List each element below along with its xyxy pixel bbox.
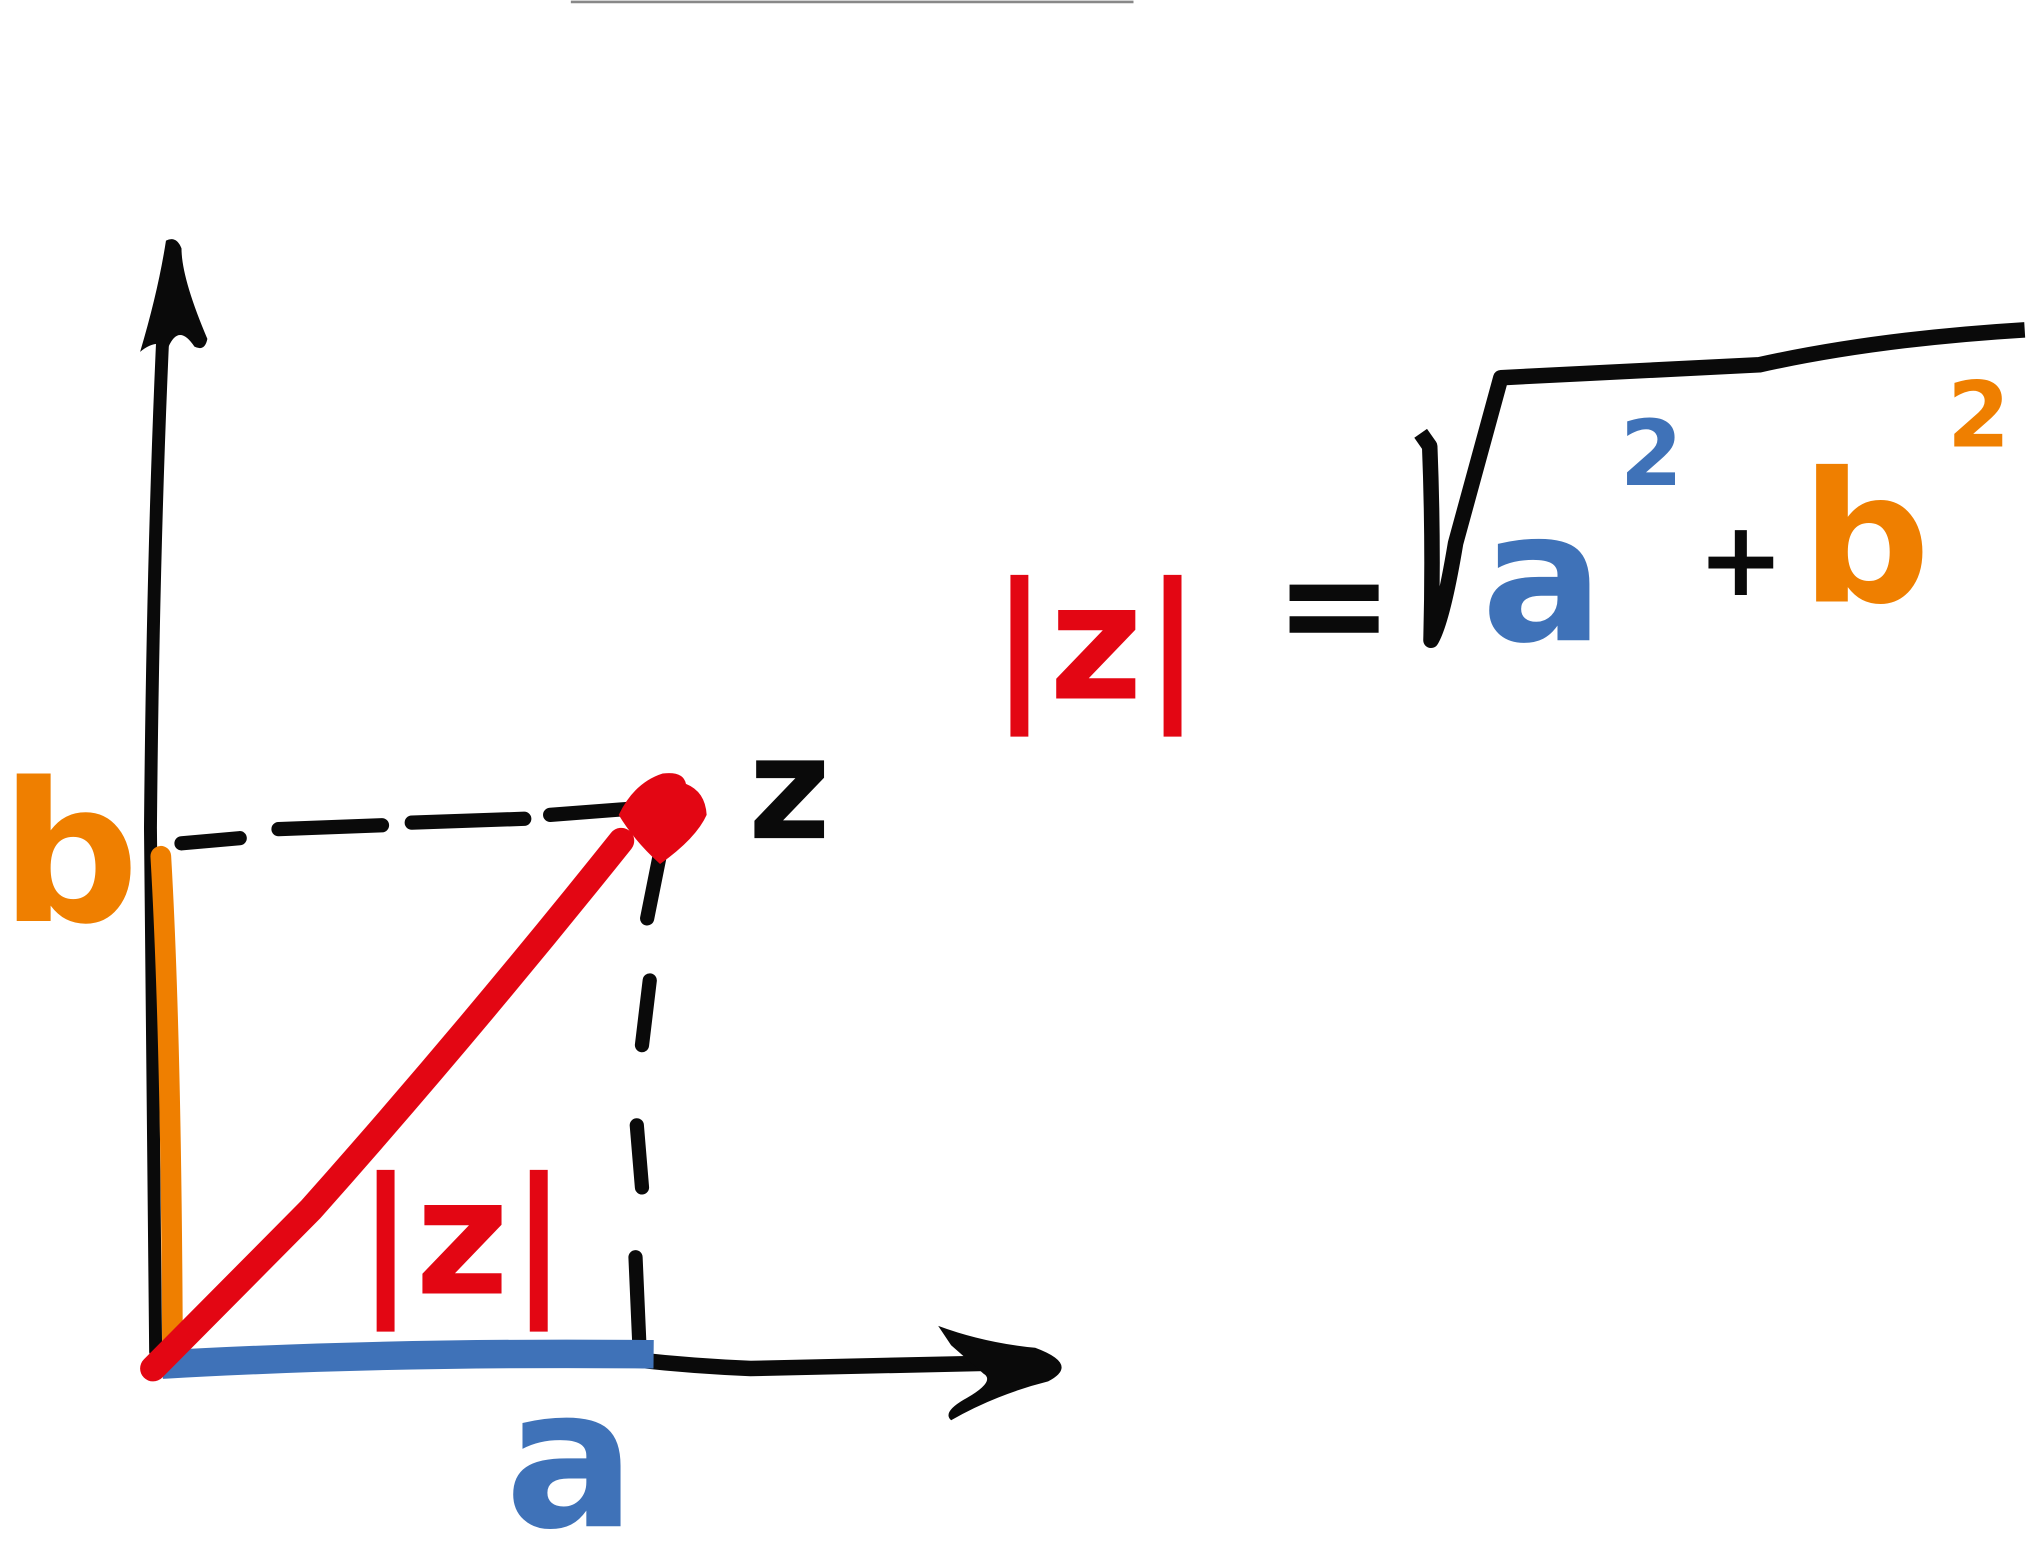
modulus-vector	[140, 827, 635, 1382]
formula-equals: =	[1274, 521, 1393, 687]
formula-a: a	[1481, 472, 1603, 683]
x-axis-arrowhead	[938, 1325, 1062, 1421]
real-part-segment	[161, 1339, 654, 1379]
real-part-label: a	[505, 1346, 636, 1547]
dashed-horizontal-projection	[174, 801, 642, 851]
imaginary-part-label: b	[0, 741, 139, 967]
modulus-formula: |z| = a 2 + b 2	[990, 322, 2026, 737]
formula-b-exponent: 2	[1947, 363, 2010, 468]
point-z-label: z	[748, 706, 831, 872]
modulus-label: |z|	[356, 1144, 568, 1332]
square-root-sign	[1414, 322, 2026, 649]
y-axis	[143, 258, 176, 1359]
formula-b: b	[1801, 433, 1931, 644]
formula-a-exponent: 2	[1620, 402, 1683, 507]
dashed-vertical-projection	[628, 833, 670, 1353]
y-axis-arrowhead	[140, 239, 208, 352]
imaginary-part-segment	[150, 845, 183, 1356]
formula-lhs: |z|	[990, 549, 1202, 737]
formula-plus: +	[1697, 500, 1784, 620]
modulus-vector-arrowhead	[618, 773, 707, 865]
